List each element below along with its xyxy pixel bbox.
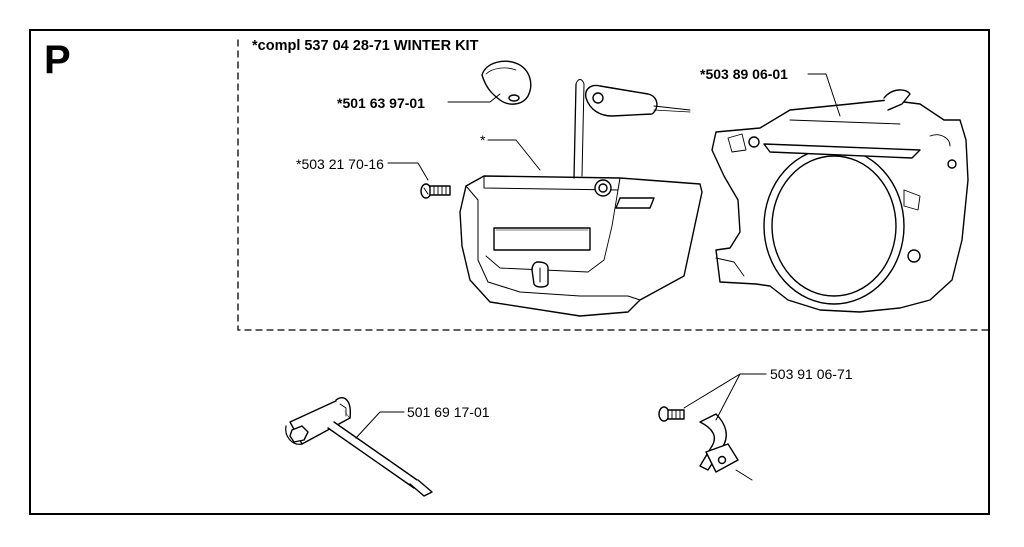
plug-part: [481, 60, 532, 105]
winter-kit-boundary: [237, 39, 989, 331]
part-number-plug: *501 63 97-01: [337, 95, 425, 111]
leader-wrench: [355, 411, 405, 439]
part-number-cover-marker: *: [480, 132, 486, 148]
leader-housing: [807, 73, 841, 117]
leader-screw: [387, 162, 429, 181]
leader-cover: [487, 139, 541, 171]
diagram-frame: [29, 29, 990, 515]
leader-plug: [447, 93, 501, 103]
part-number-housing: *503 89 06-01: [700, 66, 788, 82]
housing-part: [711, 89, 969, 313]
part-number-wrench: 501 69 17-01: [407, 404, 490, 420]
clip-kit-part: [658, 406, 753, 481]
combination-wrench-part: [285, 397, 433, 497]
section-letter: P: [44, 38, 71, 82]
part-number-screw: *503 21 70-16: [296, 156, 384, 172]
kit-title: *compl 537 04 28-71 WINTER KIT: [252, 38, 479, 54]
screw-part: [420, 183, 451, 199]
side-cover-part: [459, 79, 703, 317]
leader-clip: [683, 373, 767, 421]
part-number-clip-kit: 503 91 06-71: [770, 366, 853, 382]
